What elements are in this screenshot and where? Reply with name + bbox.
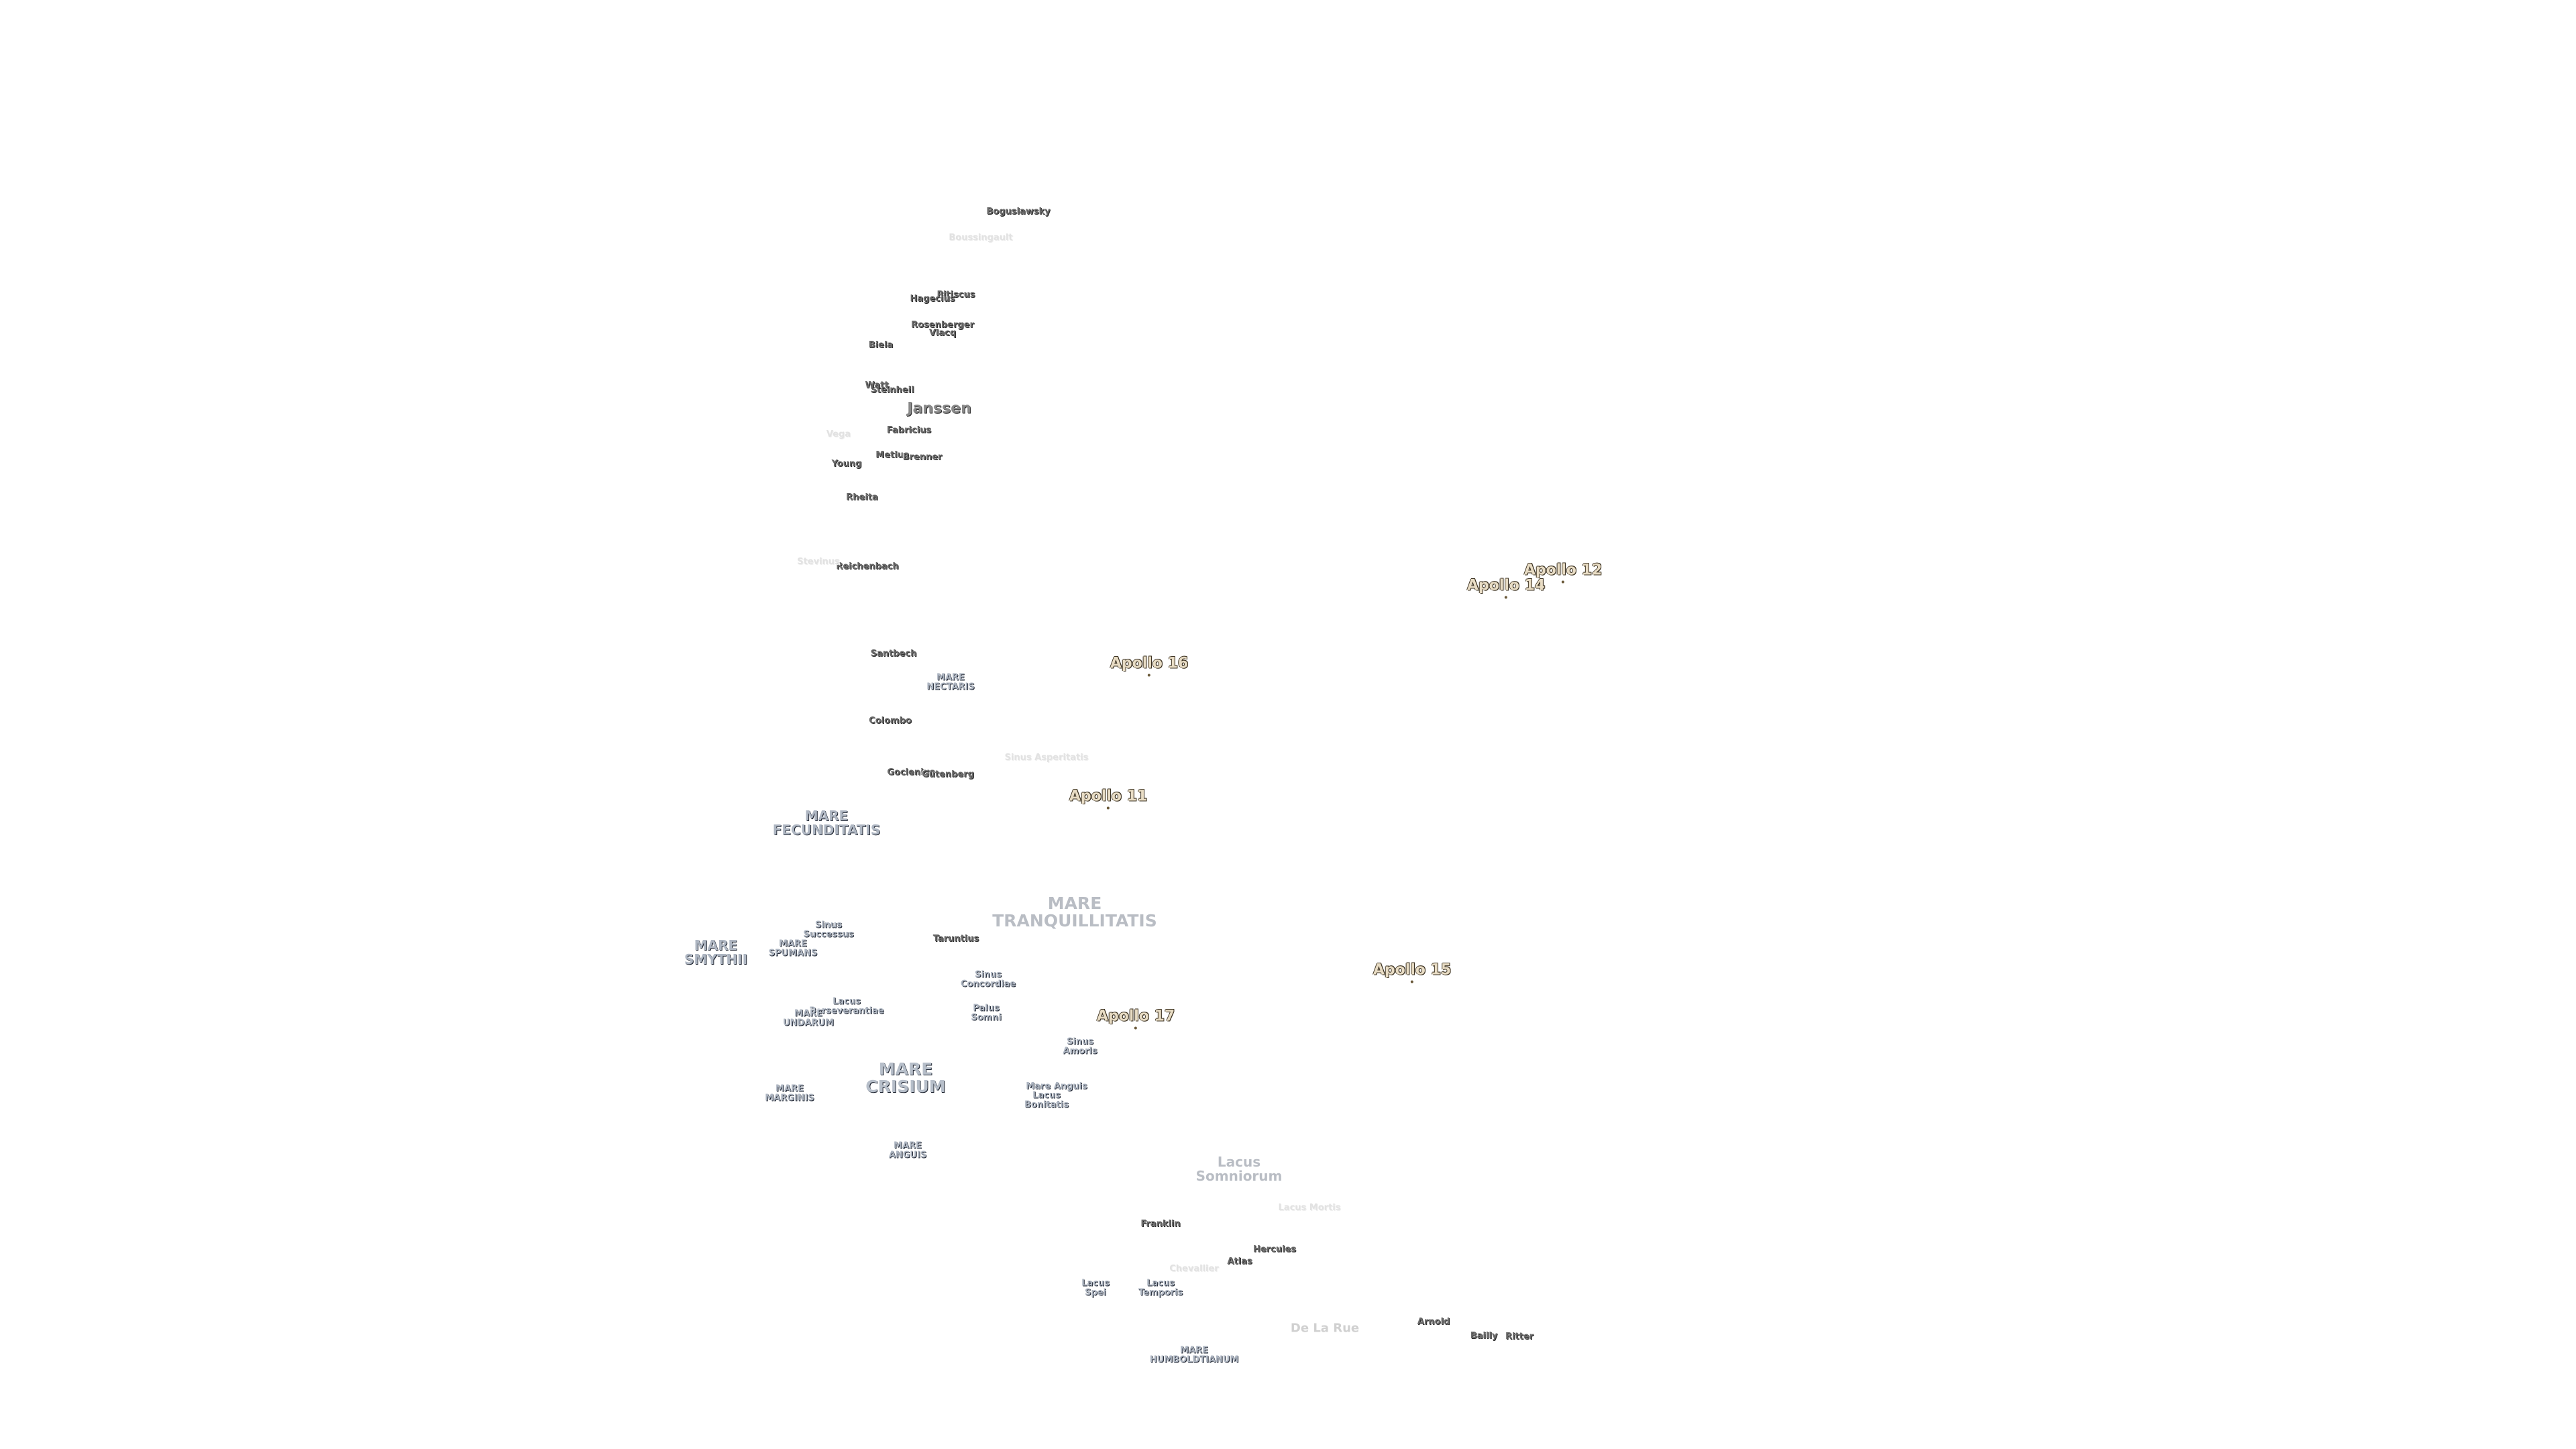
mare-label-mare-undarum[interactable]: MARE UNDARUM — [783, 1008, 834, 1028]
crater-label-bailly[interactable]: Bailly — [1470, 1331, 1498, 1342]
mare-label-mare-nectaris[interactable]: MARE NECTARIS — [926, 672, 975, 692]
crater-label-vlacq[interactable]: Vlacq — [928, 328, 957, 339]
crater-label-biela[interactable]: Biela — [868, 340, 894, 351]
crater-label-gutenberg[interactable]: Gutenberg — [921, 769, 975, 780]
mare-label-lacus-bonitatis[interactable]: Lacus Bonitatis — [1024, 1090, 1069, 1110]
mare-label-lacus-temporis[interactable]: Lacus Temporis — [1138, 1278, 1183, 1297]
mare-label-lacus-somniorum[interactable]: Lacus Somniorum — [1195, 1154, 1283, 1184]
apollo-site-label-apollo-16[interactable]: Apollo 16 — [1110, 655, 1189, 677]
apollo-site-label-apollo-14[interactable]: Apollo 14 — [1466, 577, 1546, 599]
mare-label-mare-crisium[interactable]: MARE CRISIUM — [865, 1059, 946, 1096]
mare-label-mare-smythii[interactable]: MARE SMYTHII — [684, 937, 748, 967]
mare-label-mare-marginis[interactable]: MARE MARGINIS — [765, 1083, 814, 1103]
crater-label-young[interactable]: Young — [831, 459, 862, 470]
mare-label-sinus-successus[interactable]: Sinus Successus — [803, 920, 854, 939]
crater-label-steinheil[interactable]: Steinheil — [870, 385, 914, 396]
crater-label-arnold[interactable]: Arnold — [1417, 1317, 1450, 1328]
crater-label-hagecius[interactable]: Hagecius — [910, 294, 955, 305]
crater-label-rosenberger[interactable]: Rosenberger — [911, 320, 974, 331]
crater-label-chevallier[interactable]: Chevallier — [1169, 1264, 1219, 1275]
crater-label-goclenius[interactable]: Goclenius — [887, 767, 935, 778]
apollo-site-label-apollo-15[interactable]: Apollo 15 — [1373, 961, 1452, 983]
crater-label-boussingault[interactable]: Boussingault — [949, 233, 1013, 244]
mare-label-mare-tranquillitatis[interactable]: MARE TRANQUILLITATIS — [992, 893, 1157, 930]
mare-label-palus-somni[interactable]: Palus Somni — [971, 1003, 1002, 1022]
crater-label-watt[interactable]: Watt — [865, 380, 889, 391]
crater-label-pitiscus[interactable]: Pitiscus — [936, 290, 975, 301]
crater-label-atlas[interactable]: Atlas — [1227, 1256, 1252, 1267]
mare-label-lacus-spei[interactable]: Lacus Spei — [1081, 1278, 1110, 1297]
apollo-site-label-apollo-12[interactable]: Apollo 12 — [1523, 561, 1603, 584]
mare-label-mare-anguis[interactable]: Mare Anguis — [1026, 1081, 1087, 1092]
crater-label-franklin[interactable]: Franklin — [1140, 1219, 1181, 1230]
crater-label-fabricius[interactable]: Fabricius — [886, 425, 932, 436]
crater-label-vega[interactable]: Vega — [826, 429, 851, 440]
crater-label-de-la-rue[interactable]: De La Rue — [1290, 1321, 1360, 1336]
mare-label-mare-spumans[interactable]: MARE SPUMANS — [768, 938, 818, 958]
apollo-site-label-apollo-11[interactable]: Apollo 11 — [1069, 788, 1148, 810]
mare-label-lacus-perseverantiae[interactable]: Lacus Perseverantiae — [809, 996, 884, 1016]
mare-label-mare-humboldtianum[interactable]: MARE HUMBOLDTIANUM — [1149, 1345, 1239, 1364]
crater-label-santbech[interactable]: Santbech — [870, 649, 917, 659]
crater-label-metius[interactable]: Metius — [875, 450, 909, 461]
crater-label-stevinus[interactable]: Stevinus — [797, 557, 840, 568]
crater-label-hercules[interactable]: Hercules — [1252, 1244, 1297, 1255]
crater-label-colombo[interactable]: Colombo — [869, 716, 912, 727]
apollo-site-label-apollo-17[interactable]: Apollo 17 — [1096, 1008, 1175, 1030]
crater-label-sinus-asperitatis[interactable]: Sinus Asperitatis — [1004, 753, 1089, 763]
crater-label-brenner[interactable]: Brenner — [902, 452, 943, 463]
crater-label-boguslawsky[interactable]: Boguslawsky — [986, 207, 1051, 217]
crater-label-lacus-mortis[interactable]: Lacus Mortis — [1278, 1203, 1341, 1214]
crater-label-taruntius[interactable]: Taruntius — [932, 934, 979, 945]
mare-label-mare-fecunditatis[interactable]: MARE FECUNDITATIS — [772, 808, 881, 838]
mare-label-sinus-amoris[interactable]: Sinus Amoris — [1063, 1036, 1097, 1056]
crater-label-janssen[interactable]: Janssen — [907, 400, 971, 417]
crater-label-rheita[interactable]: Rheita — [846, 492, 878, 503]
crater-label-ritter[interactable]: Ritter — [1505, 1332, 1534, 1342]
mare-label-mare-anguis[interactable]: MARE ANGUIS — [888, 1140, 927, 1160]
mare-label-sinus-concordiae[interactable]: Sinus Concordiae — [960, 969, 1016, 989]
crater-label-reichenbach[interactable]: Reichenbach — [836, 561, 899, 572]
